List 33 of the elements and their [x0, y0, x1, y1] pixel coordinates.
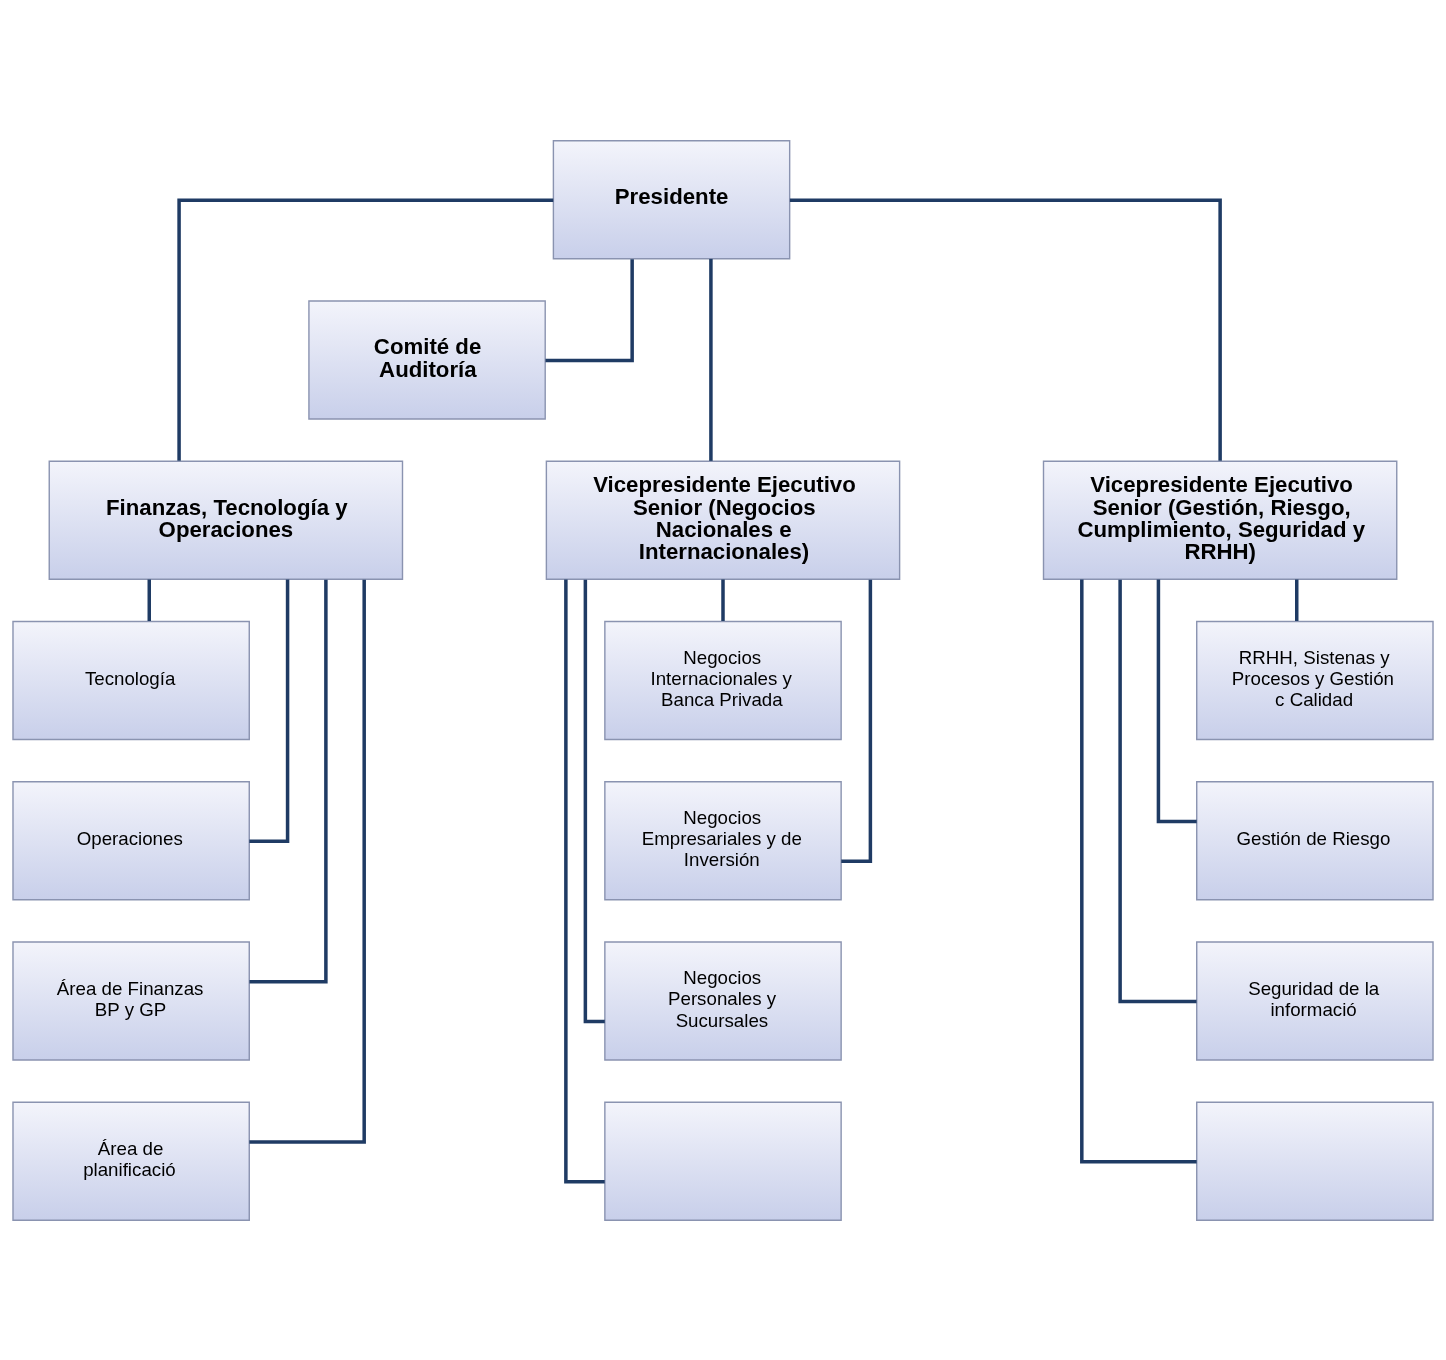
connector	[1295, 578, 1299, 621]
connector	[249, 579, 290, 843]
node-box: Comité de Auditoría	[308, 299, 546, 420]
connector	[709, 258, 713, 461]
connector	[789, 198, 1222, 461]
connector	[177, 198, 554, 461]
node-box: Área de Finanzas BP y GP	[12, 940, 250, 1061]
node-box: Vicepresidente Ejecutivo Senior (Gestión, Riesgo, Cumplimiento, Seguridad y RRHH)	[1042, 460, 1398, 580]
connector	[721, 578, 725, 621]
connector	[147, 578, 151, 621]
connector	[1080, 578, 1197, 1164]
node-box: Operaciones	[12, 780, 250, 901]
connector	[1156, 578, 1197, 823]
node-box: Presidente	[552, 139, 791, 259]
node-box: Área de planificació	[12, 1101, 250, 1221]
connector	[249, 579, 366, 1144]
connector	[1118, 579, 1197, 1003]
node-box	[1196, 1101, 1434, 1221]
node-box: Gestión de Riesgo	[1196, 780, 1434, 901]
node-box: Negocios Empresariales y de Inversión	[604, 780, 842, 901]
node-box: Vicepresidente Ejecutivo Senior (Negocios Nacionales e Internacionales)	[545, 460, 901, 580]
node-box: Negocios Personales y Sucursales	[604, 940, 842, 1061]
node-box: Seguridad de la informació	[1196, 940, 1434, 1061]
connector	[564, 579, 605, 1183]
connector	[583, 579, 605, 1023]
node-box: RRHH, Sistenas y Procesos y Gestión c Calidad	[1196, 620, 1434, 740]
connector	[545, 258, 634, 362]
connector	[841, 579, 873, 863]
node-box: Finanzas, Tecnología y Operaciones	[48, 460, 404, 580]
connector	[249, 579, 328, 983]
node-box: Negocios Internacionales y Banca Privada	[604, 620, 842, 740]
node-box	[604, 1101, 842, 1221]
node-box: Tecnología	[12, 620, 250, 740]
